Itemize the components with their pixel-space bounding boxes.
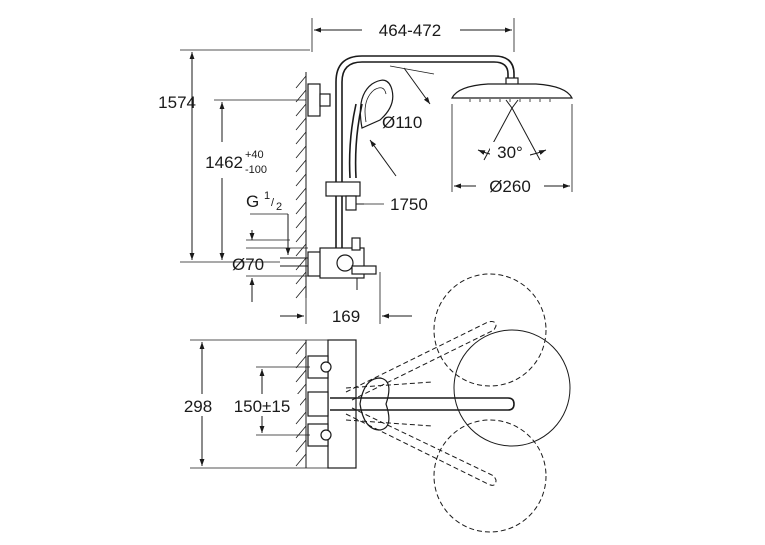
dim-spout-projection: 169 bbox=[280, 272, 412, 326]
side-elevation-view: 464-472 1574 1462 +40 -100 G 1 / 2 bbox=[158, 18, 573, 326]
dim-rail-height-label: 1462 bbox=[205, 153, 243, 172]
dim-arm-reach-label: 464-472 bbox=[379, 21, 441, 40]
thread-denominator: 2 bbox=[276, 201, 282, 213]
dim-tilt-angle: 30° bbox=[490, 142, 530, 162]
supply-pipe bbox=[280, 257, 308, 267]
dim-hose-length-label: 1750 bbox=[390, 195, 428, 214]
hand-shower-plan bbox=[359, 377, 390, 431]
dim-plan-depth-label: 298 bbox=[184, 397, 212, 416]
dim-hose-length: 1750 bbox=[362, 195, 428, 214]
thread-numerator: 1 bbox=[264, 190, 270, 202]
plan-view: 298 150±15 bbox=[176, 273, 571, 533]
head-shower bbox=[451, 77, 573, 109]
dim-rosette: Ø70 bbox=[232, 247, 308, 302]
thread-g-label: G bbox=[246, 192, 259, 211]
dim-rail-height: 1462 +40 -100 bbox=[194, 99, 306, 260]
dim-rosette-label: Ø70 bbox=[232, 255, 264, 274]
dim-total-height-label: 1574 bbox=[158, 93, 196, 112]
dim-total-height: 1574 bbox=[158, 49, 310, 263]
dim-hand-shower-label: Ø110 bbox=[382, 113, 422, 132]
dim-thread-size: G 1 / 2 bbox=[246, 190, 291, 255]
dim-plan-depth: 298 bbox=[176, 339, 328, 469]
dim-tilt-angle-label: 30° bbox=[497, 143, 523, 162]
dim-arm-reach: 464-472 bbox=[311, 18, 515, 52]
hand-shower bbox=[348, 79, 394, 179]
mixer-body-plan bbox=[307, 339, 357, 469]
slider-holder bbox=[325, 181, 364, 211]
dim-head-shower-label: Ø260 bbox=[489, 177, 531, 196]
dim-rail-tol-plus: +40 bbox=[245, 149, 264, 161]
dim-hand-shower: Ø110 bbox=[369, 65, 435, 177]
arm-plan bbox=[330, 397, 515, 411]
thread-slash: / bbox=[271, 197, 275, 209]
dim-plan-centers-label: 150±15 bbox=[234, 397, 291, 416]
swivel-positions bbox=[345, 273, 547, 533]
head-shower-plan bbox=[453, 329, 571, 447]
wall-hatch-upper bbox=[295, 72, 307, 299]
dim-spout-projection-label: 169 bbox=[332, 307, 360, 326]
dim-rail-tol-minus: -100 bbox=[245, 164, 267, 176]
dim-plan-centers: 150±15 bbox=[224, 366, 310, 436]
dim-head-shower: Ø260 bbox=[451, 104, 573, 196]
thermostat-mixer bbox=[307, 237, 377, 290]
